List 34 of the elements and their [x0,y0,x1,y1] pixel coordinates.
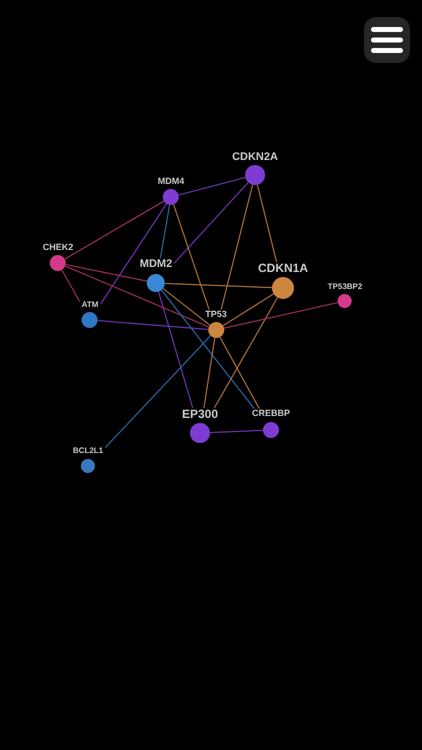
gene-label: TP53 [203,310,229,318]
gene-label: CREBBP [250,408,292,418]
connector-line [174,182,249,264]
connector-line [160,204,170,259]
connector-line [224,302,338,329]
connector-line [161,290,255,409]
connector-line [173,204,210,310]
connector-line [203,338,216,408]
gene-label: ATM [80,301,100,309]
connector-line [162,288,210,326]
gene-label: CDKN1A [256,262,310,274]
connector-line [219,336,260,409]
connector-line [178,176,246,196]
gene-label: MDM4 [156,176,186,186]
connector-line [100,203,168,305]
connector-line [222,293,274,326]
connector-line [65,266,209,328]
connector-line [210,430,264,434]
gene-label: CHEK2 [40,242,76,252]
connector-line [104,335,211,448]
connector-line [98,320,208,330]
connector-line [164,282,272,288]
connector-line [214,297,278,408]
connector-line [256,184,278,262]
connector-line [64,200,164,260]
gene-label: TP53BP2 [326,283,364,291]
gene-label: BCL2L1 [70,447,106,455]
gene-label: MDM2 [138,258,174,270]
connector-line [66,264,148,282]
connector-line [61,270,80,302]
connector-line [158,291,194,408]
gene-label: CDKN2A [230,152,280,162]
connector-line [220,184,254,310]
gene-label: EP300 [180,408,220,420]
